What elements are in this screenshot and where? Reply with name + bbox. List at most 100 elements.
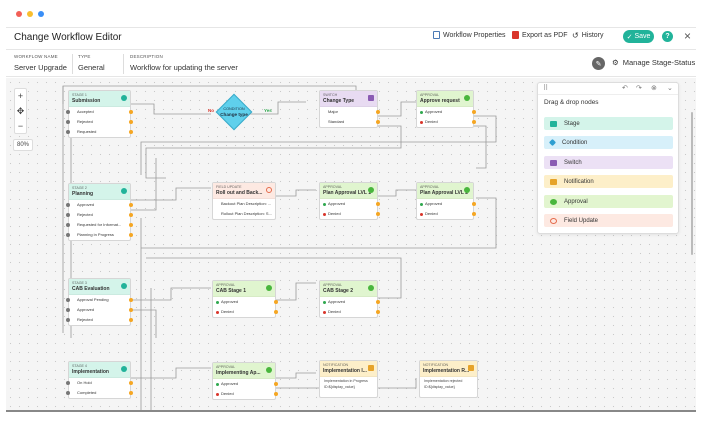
bottom-border	[6, 410, 696, 412]
node-row[interactable]: Backout Plan Description: ...	[213, 199, 275, 209]
palette-notification[interactable]: Notification	[544, 175, 673, 188]
history-button[interactable]: ↺History	[572, 31, 603, 40]
row-label: Rollout Plan Description: S...	[221, 211, 272, 216]
node-row[interactable]: Planning in Progress	[66, 230, 133, 240]
node-row[interactable]: Rollout Plan Description: S...	[213, 209, 275, 219]
node-kind: NOTIFICATION	[323, 363, 349, 367]
zoom-out-button[interactable]: −	[17, 121, 24, 131]
undo-icon[interactable]: ↶	[622, 85, 628, 92]
mail-icon	[368, 365, 374, 371]
zoom-in-button[interactable]: +	[17, 91, 24, 101]
edit-icon[interactable]: ✎	[592, 57, 605, 70]
node-row[interactable]: Approved	[66, 200, 133, 210]
palette-field-update[interactable]: Field Update	[544, 214, 673, 227]
row-label: On Hold	[77, 380, 92, 385]
drag-handle-icon[interactable]: ⠿	[543, 85, 549, 92]
workflow-properties-button[interactable]: Workflow Properties	[433, 31, 506, 39]
mail-icon	[550, 178, 557, 185]
node-row[interactable]: Requested	[66, 127, 133, 137]
window-maximize-dot[interactable]	[38, 11, 44, 17]
row-label: Major	[328, 109, 339, 114]
window-minimize-dot[interactable]	[27, 11, 33, 17]
window-close-dot[interactable]	[16, 11, 22, 17]
node-row[interactable]: Denied	[213, 389, 278, 399]
save-button[interactable]: ✓Save	[623, 30, 654, 43]
divider	[72, 54, 73, 74]
row-label: Rejected	[77, 317, 93, 322]
palette-switch[interactable]: Switch	[544, 156, 673, 169]
node-row[interactable]: Approved	[66, 305, 133, 315]
node-row[interactable]: Rejected	[66, 210, 133, 220]
close-icon[interactable]: ×	[684, 29, 692, 43]
palette-label: Approval	[564, 198, 588, 205]
node-row[interactable]: Approved	[417, 107, 476, 117]
workflow-info-bar: WORKFLOW NAME Server Upgrade TYPE Genera…	[6, 49, 696, 77]
refresh-icon	[266, 187, 272, 193]
node-row[interactable]: Denied	[320, 209, 380, 219]
node-row[interactable]: Denied	[213, 307, 278, 317]
node-row[interactable]: Standard	[320, 117, 380, 127]
canvas-scrollbar[interactable]	[691, 112, 693, 255]
row-label: Denied	[425, 119, 438, 124]
pan-icon[interactable]: ✥	[16, 106, 25, 116]
node-title: Submission	[72, 98, 101, 104]
node-row[interactable]: Denied	[417, 209, 476, 219]
node-row[interactable]: Approved	[320, 297, 380, 307]
redo-icon[interactable]: ↷	[636, 85, 642, 92]
node-row[interactable]: Completed	[66, 388, 133, 398]
node-title: Plan Approval LVL 2	[420, 190, 468, 196]
condition-yes-label: Yes	[264, 108, 272, 113]
manage-stage-status-button[interactable]: ⚙Manage Stage-Status	[612, 58, 695, 67]
palette-stage[interactable]: Stage	[544, 117, 673, 130]
node-title: Implementation I...	[323, 368, 367, 374]
node-row[interactable]: Rejected	[66, 315, 133, 325]
close-circle-icon[interactable]: ⊗	[651, 85, 657, 92]
node-kind: CONDITION	[223, 107, 245, 111]
node-title: Plan Approval LVL 1	[323, 190, 371, 196]
zoom-level: 80%	[13, 139, 34, 151]
check-circle-icon	[464, 187, 470, 193]
node-row[interactable]: Accepted	[66, 107, 133, 117]
node-title: Roll out and Back...	[216, 190, 263, 196]
node-kind: STAGE 3	[72, 281, 87, 285]
node-row[interactable]: Denied	[417, 117, 476, 127]
node-row[interactable]: Rejected	[66, 117, 133, 127]
palette-condition[interactable]: Condition	[544, 136, 673, 149]
help-button[interactable]: ?	[662, 31, 673, 42]
node-row[interactable]: Approved	[320, 199, 380, 209]
node-row[interactable]: Denied	[320, 307, 380, 317]
node-row[interactable]: Approved	[213, 297, 278, 307]
node-row[interactable]: On Hold	[66, 378, 133, 388]
node-row[interactable]: Approved	[417, 199, 476, 209]
row-label: Approved	[425, 201, 443, 206]
export-pdf-button[interactable]: Export as PDF	[512, 31, 568, 39]
node-row[interactable]: Approval Pending	[66, 295, 133, 305]
node-row[interactable]: Requested for Informat...	[66, 220, 133, 230]
chevron-down-icon[interactable]: ⌄	[667, 85, 673, 92]
palette-approval[interactable]: Approval	[544, 195, 673, 208]
check-circle-icon	[266, 367, 272, 373]
node-row[interactable]: Major	[320, 107, 380, 117]
row-label: Approved	[77, 307, 95, 312]
node-row[interactable]: Approved	[213, 379, 278, 389]
layers-icon	[550, 120, 557, 127]
description-label: DESCRIPTION	[130, 54, 163, 59]
panel-title: Drag & drop nodes	[544, 99, 599, 106]
palette-label: Field Update	[564, 217, 599, 224]
